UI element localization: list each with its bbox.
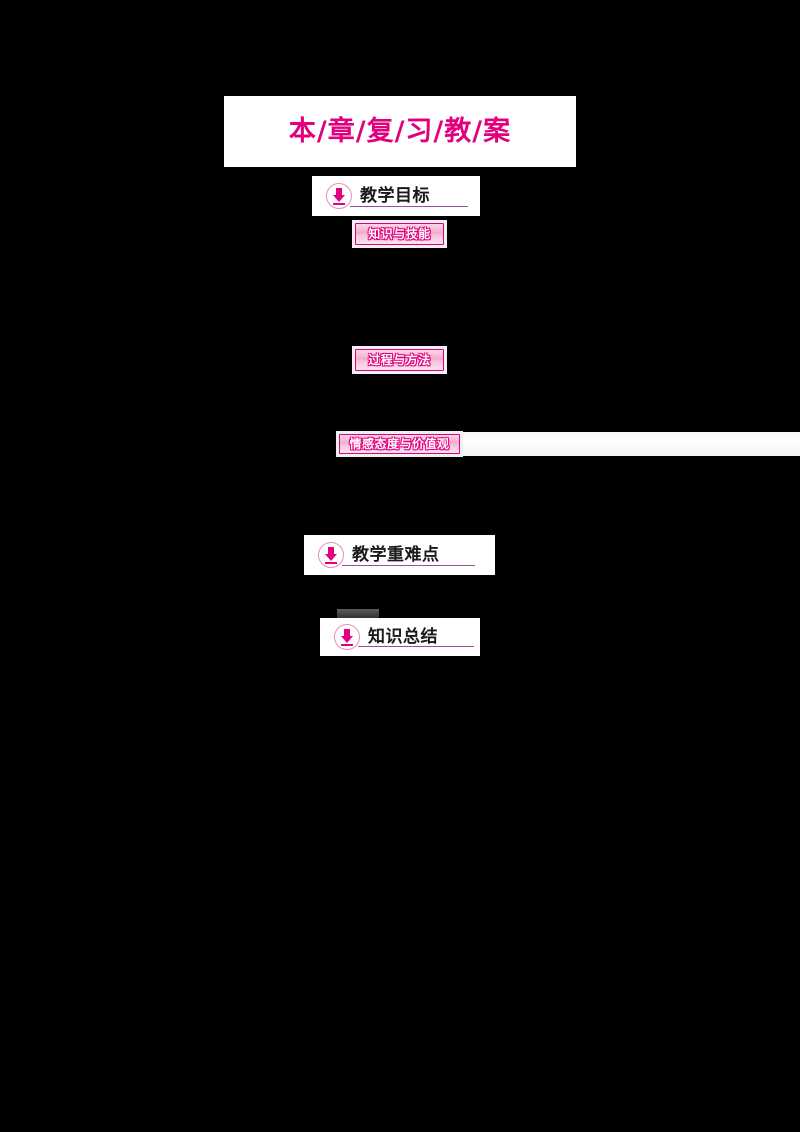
section-header-key-difficult-points: 教学重难点 (304, 535, 495, 575)
badge-knowledge-and-skills: 知识与技能 (352, 220, 447, 248)
badge-emotion-attitude-and-values: 情感态度与价值观 (336, 431, 463, 457)
title-banner: 本/章/复/习/教/案 (224, 96, 576, 167)
circled-down-arrow-icon (318, 542, 344, 568)
section-underline (358, 645, 474, 647)
section-underline (350, 205, 468, 207)
section-title-teaching-objectives: 教学目标 (360, 185, 430, 206)
badge-process-and-methods: 过程与方法 (352, 346, 447, 374)
badge-chip: 情感态度与价值观 (339, 434, 460, 454)
badge-label-emotion-attitude-and-values: 情感态度与价值观 (349, 437, 450, 451)
circled-down-arrow-icon (334, 624, 360, 650)
section-underline (342, 564, 475, 566)
clipped-text-fragment (337, 609, 379, 618)
badge-chip: 知识与技能 (355, 223, 444, 245)
circled-down-arrow-icon (326, 183, 352, 209)
section-header-teaching-objectives: 教学目标 (312, 176, 480, 216)
section-header-knowledge-summary: 知识总结 (320, 618, 480, 656)
section-title-key-difficult-points: 教学重难点 (352, 544, 440, 565)
page-title: 本/章/复/习/教/案 (288, 116, 512, 147)
badge-chip: 过程与方法 (355, 349, 444, 371)
section-title-knowledge-summary: 知识总结 (368, 626, 438, 647)
badge-label-process-and-methods: 过程与方法 (368, 353, 431, 367)
badge-label-knowledge-and-skills: 知识与技能 (368, 227, 431, 241)
